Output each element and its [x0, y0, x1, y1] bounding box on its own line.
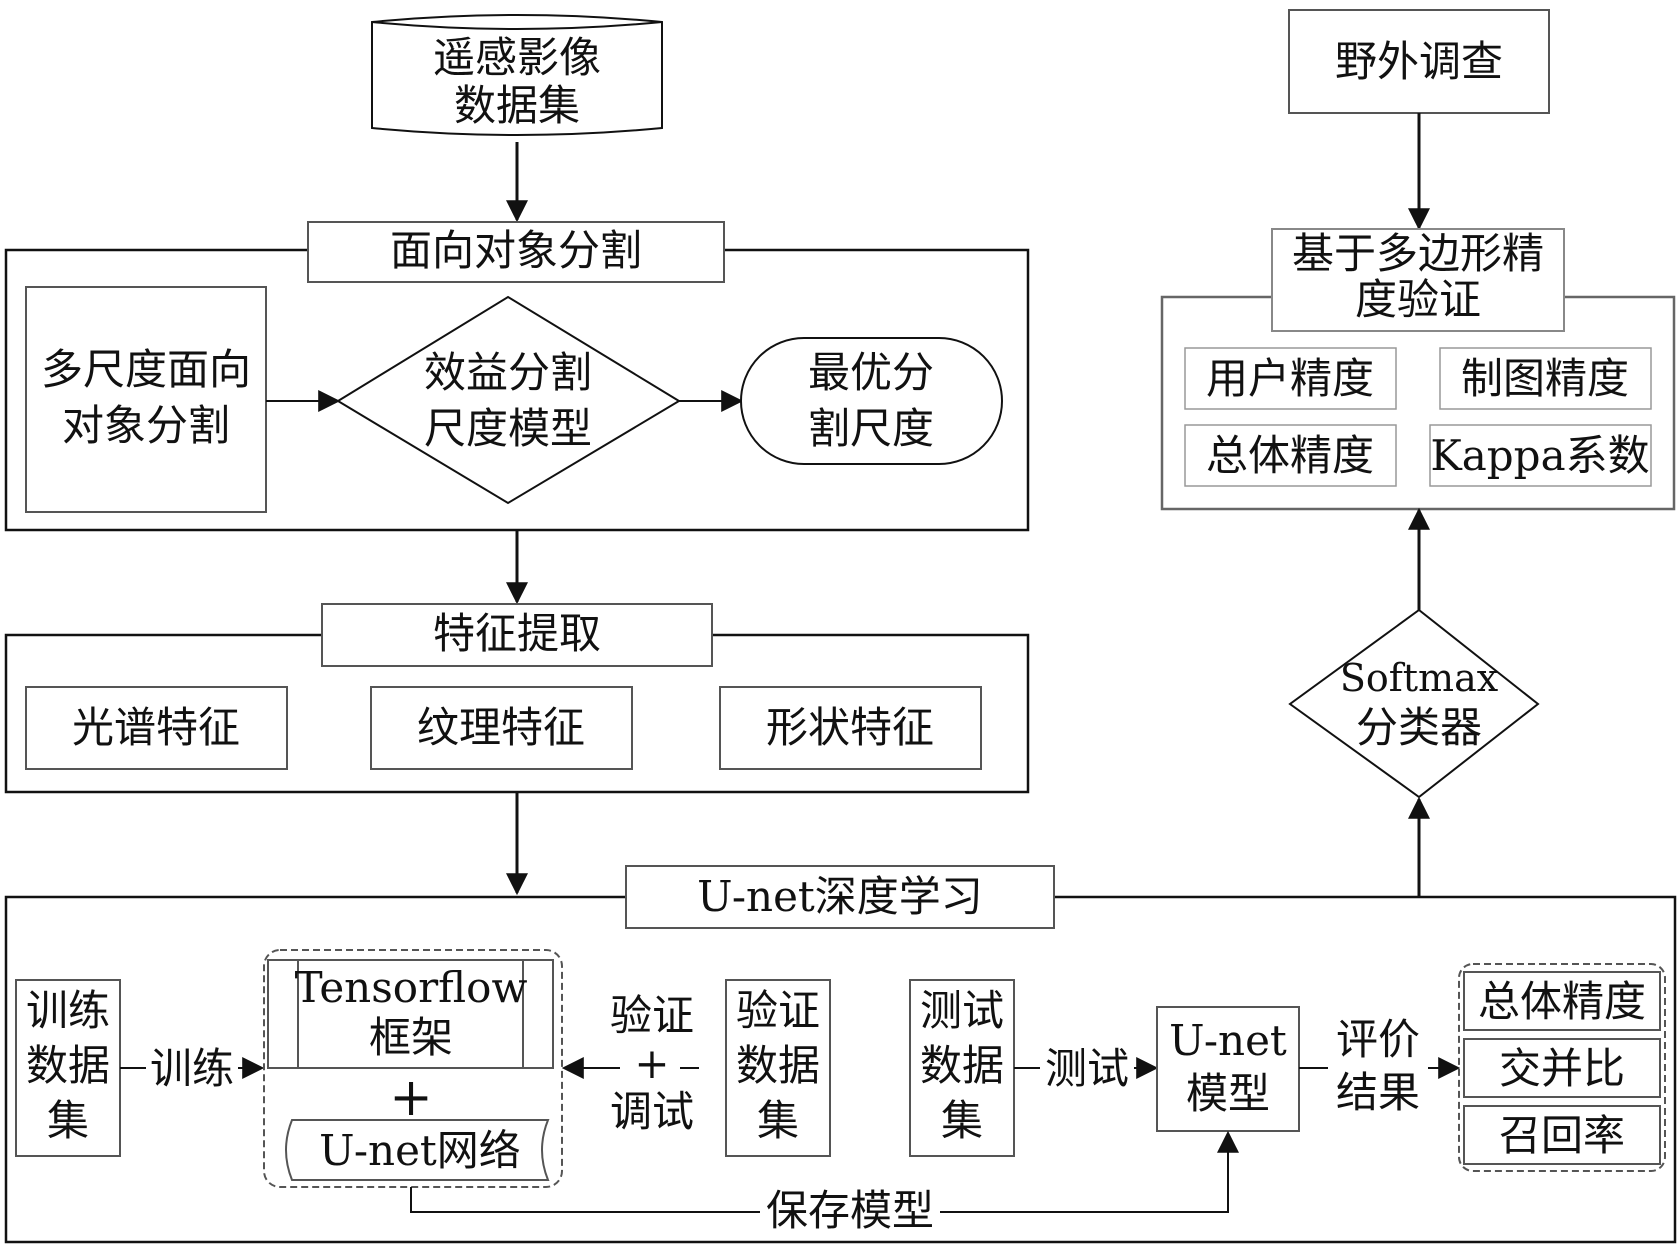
- segmentation-scale-model-diamond: 效益分割 尺度模型: [336, 295, 681, 505]
- validation-title-line1: 基于多边形精: [1292, 229, 1544, 278]
- optimal-scale-terminal: 最优分 割尺度: [740, 337, 1003, 465]
- verify-edge-label-line2: +: [634, 1039, 669, 1088]
- verify-set-line3: 集: [757, 1096, 799, 1145]
- texture-feature-label: 纹理特征: [417, 703, 585, 752]
- train-set-line2: 数据: [26, 1041, 110, 1090]
- tensorflow-framework-box: Tensorflow 框架: [267, 959, 554, 1069]
- model-label-line1: 效益分割: [424, 348, 592, 397]
- eval-edge-label-line2: 结果: [1336, 1068, 1420, 1117]
- features-title: 特征提取: [433, 609, 601, 658]
- classifier-line2: 分类器: [1356, 703, 1482, 752]
- result-overall-accuracy-box: [1463, 971, 1661, 1031]
- result-recall-label: 召回率: [1499, 1111, 1625, 1160]
- dataset-label-line1: 遥感影像: [433, 33, 601, 82]
- train-set-line3: 集: [47, 1096, 89, 1145]
- metric-overall-accuracy-label: 总体精度: [1206, 431, 1374, 480]
- spectral-feature-label: 光谱特征: [72, 703, 240, 752]
- unet-model-line2: 模型: [1186, 1069, 1270, 1118]
- verify-set-line1: 验证: [736, 986, 820, 1035]
- test-set-line3: 集: [941, 1096, 983, 1145]
- verification-dataset-box: 验证 数据 集: [725, 979, 831, 1157]
- results-group-dashed: [1458, 963, 1666, 1172]
- dataset-cylinder: 遥感影像 数据集: [371, 14, 663, 136]
- field-survey-box: 野外调查: [1288, 9, 1550, 114]
- shape-feature-box: [719, 686, 982, 770]
- framework-line1: Tensorflow: [295, 963, 528, 1012]
- metric-producer-accuracy-box: [1439, 347, 1652, 410]
- unet-model-line1: U-net: [1169, 1016, 1287, 1065]
- texture-feature-box: [370, 686, 633, 770]
- unet-model-box: U-net 模型: [1156, 1006, 1300, 1132]
- metric-kappa-label: Kappa系数: [1430, 431, 1649, 480]
- train-set-line1: 训练: [26, 986, 110, 1035]
- test-set-line1: 测试: [920, 986, 1004, 1035]
- validation-title-line2: 度验证: [1355, 275, 1481, 324]
- result-recall-box: [1463, 1105, 1661, 1165]
- metric-user-accuracy-box: [1184, 347, 1397, 410]
- unet-panel: U-net深度学习 训练 数据 集 训练 Tensorflow 框架 + U-n…: [4, 865, 1677, 1244]
- metric-overall-accuracy-box: [1184, 424, 1397, 487]
- segmentation-panel: 面向对象分割 多尺度面向 对象分割 效益分割 尺度模型 最优分 割尺度: [4, 221, 1030, 532]
- framework-line2: 框架: [369, 1013, 453, 1062]
- test-edge-label: 测试: [1045, 1044, 1129, 1093]
- spectral-feature-box: [25, 686, 288, 770]
- metric-producer-accuracy-label: 制图精度: [1461, 354, 1629, 403]
- test-set-line2: 数据: [920, 1041, 1004, 1090]
- arrow-save-to-model: [940, 1130, 1239, 1213]
- training-group-dashed: [263, 949, 563, 1188]
- verify-edge-label-line3: 调试: [610, 1087, 694, 1136]
- optimal-label-line2: 割尺度: [808, 404, 934, 453]
- feature-extraction-panel: 特征提取 光谱特征 纹理特征 形状特征: [4, 603, 1030, 794]
- eval-edge-label-line1: 评价: [1336, 1015, 1420, 1064]
- result-iou-label: 交并比: [1499, 1044, 1625, 1093]
- result-overall-accuracy-label: 总体精度: [1478, 977, 1646, 1026]
- unet-network-label: U-net网络: [319, 1126, 521, 1175]
- softmax-classifier-diamond: Softmax 分类器: [1288, 608, 1540, 799]
- result-iou-box: [1463, 1038, 1661, 1098]
- shape-feature-label: 形状特征: [766, 703, 934, 752]
- test-dataset-box: 测试 数据 集: [909, 979, 1015, 1157]
- model-label-line2: 尺度模型: [424, 404, 592, 453]
- verify-set-line2: 数据: [736, 1041, 820, 1090]
- unet-title: U-net深度学习: [697, 872, 983, 921]
- dataset-label-line2: 数据集: [454, 81, 580, 130]
- optimal-label-line1: 最优分: [808, 348, 934, 397]
- multiscale-segmentation-box: 多尺度面向 对象分割: [25, 286, 267, 513]
- multiscale-label-line2: 对象分割: [62, 401, 230, 450]
- unet-network-box: U-net网络: [285, 1119, 550, 1181]
- segmentation-title: 面向对象分割: [390, 226, 642, 275]
- save-model-label: 保存模型: [766, 1186, 934, 1235]
- field-survey-label: 野外调查: [1335, 37, 1503, 86]
- plus-symbol: +: [389, 1068, 433, 1128]
- training-dataset-box: 训练 数据 集: [15, 979, 121, 1157]
- polygon-validation-panel: 基于多边形精 度验证 用户精度 制图精度 总体精度 Kappa系数: [1160, 228, 1676, 511]
- verify-edge-label-line1: 验证: [610, 991, 694, 1040]
- multiscale-label-line1: 多尺度面向: [41, 345, 251, 394]
- metric-user-accuracy-label: 用户精度: [1206, 354, 1374, 403]
- classifier-line1: Softmax: [1340, 656, 1498, 700]
- train-edge-label: 训练: [150, 1044, 234, 1093]
- metric-kappa-box: [1429, 424, 1652, 487]
